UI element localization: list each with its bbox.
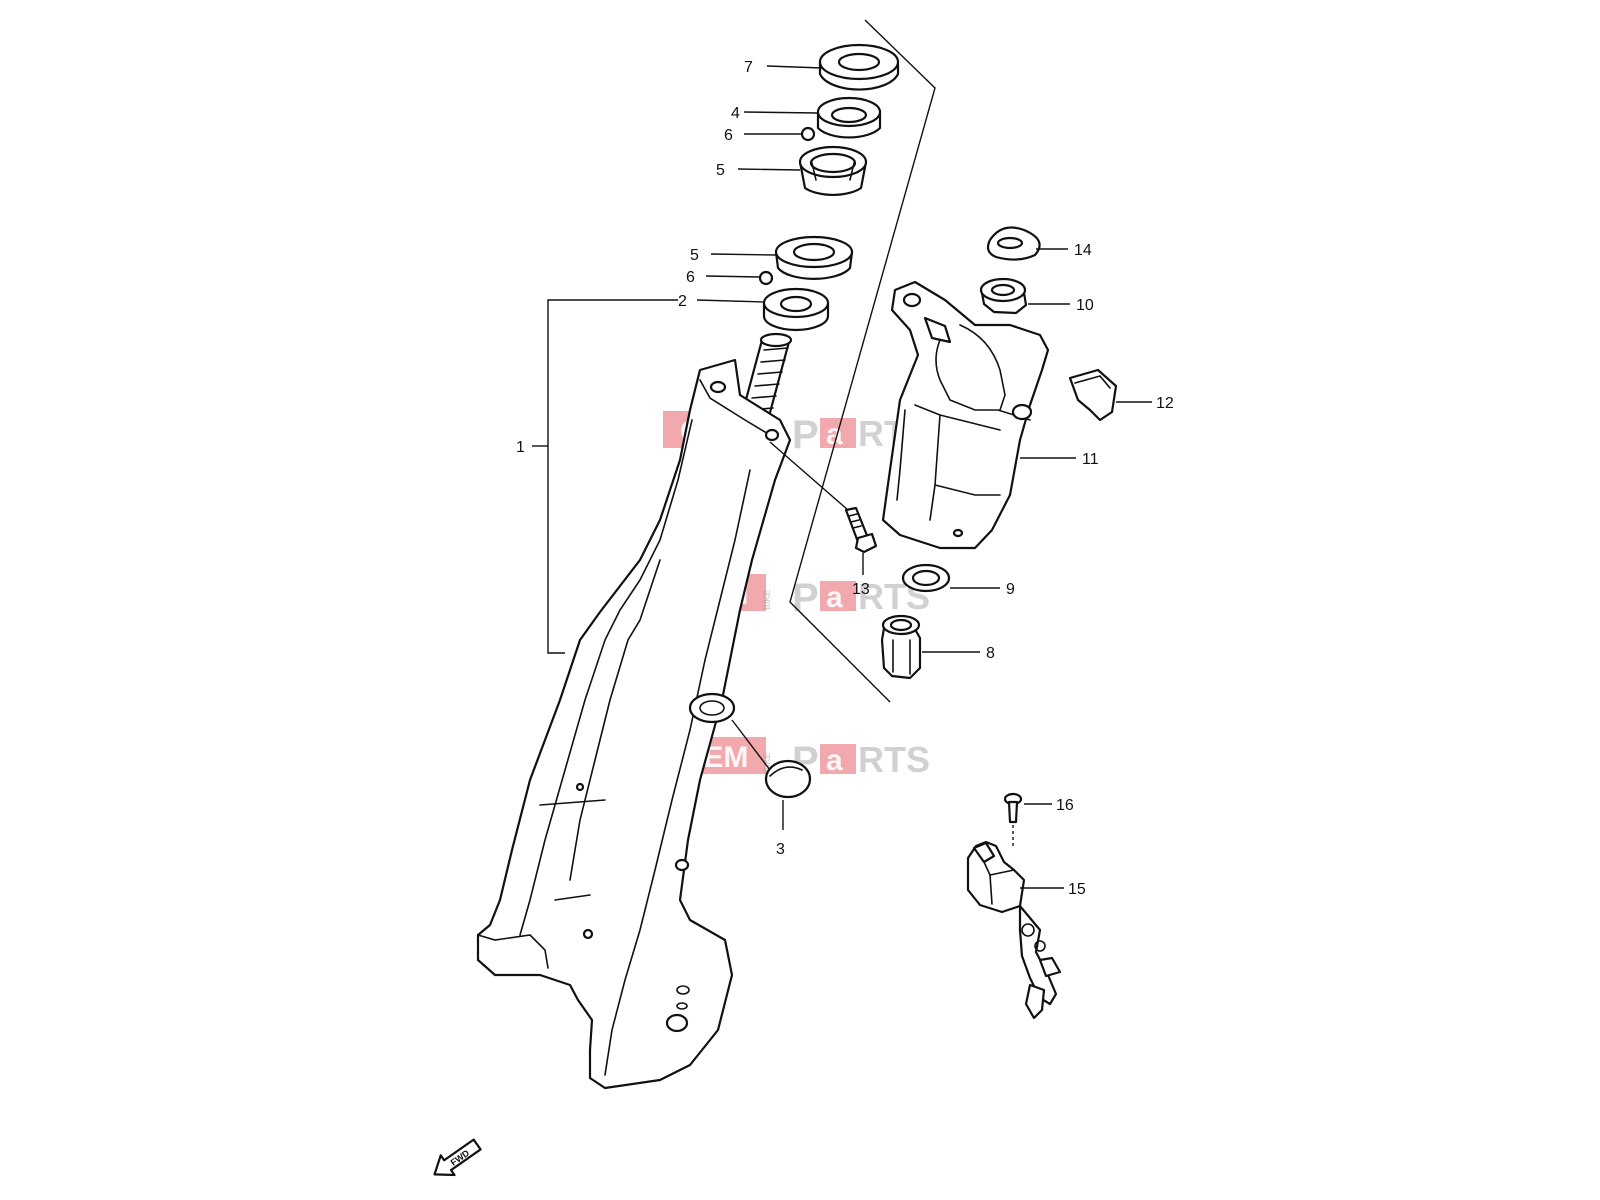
part-7-dust-seal [818,43,900,91]
callout-16: 16 [1056,797,1074,814]
watermark-bike-text: BIKE [762,752,772,773]
callout-7: 7 [744,59,753,76]
part-5-bearing-cup [798,145,868,197]
callout-14: 14 [1074,242,1092,259]
part-5-bearing-cup [774,235,854,280]
leader-lines [532,65,1152,889]
callout-6-upper: 6 [724,127,733,144]
watermark-a-text: a [826,581,843,614]
callout-8: 8 [986,645,995,662]
part-9-washer [901,563,951,593]
callout-12: 12 [1156,395,1174,412]
part-6-steel-ball [800,126,816,142]
callout-3: 3 [776,841,785,858]
part-4-bearing-race [816,96,882,139]
kit-group-bracket [789,19,936,703]
part-16-screw [1003,792,1023,824]
callout-10: 10 [1076,297,1094,314]
watermark-a-text: a [826,744,843,777]
part-12-cushion [1068,368,1118,422]
callout-11: 11 [1082,451,1099,468]
watermark-p-text: P [792,576,819,620]
part-13-bolt [769,441,878,554]
steering-stem-lower [476,332,793,1090]
part-10-nut [979,277,1028,315]
watermark-a-box [820,581,856,611]
callout-15: 15 [1068,881,1086,898]
callout-2: 2 [678,293,687,310]
part-6-steel-ball [758,270,774,286]
watermark-a-box [820,744,856,774]
watermark-rts-text: RTS [858,739,930,780]
fwd-arrow: FWD [433,1138,482,1177]
callout-5-lower: 5 [690,247,699,264]
watermark-p-text: P [792,413,819,457]
watermark-a-text: a [826,418,843,451]
callout-13: 13 [852,581,870,598]
part-15-steering-lock [966,840,1062,1020]
part-14-washer [986,226,1041,261]
callout-4: 4 [731,105,740,122]
callout-9: 9 [1006,581,1015,598]
callout-labels: 7 4 6 5 5 6 2 1 3 13 11 12 10 14 9 8 16 … [516,59,1174,898]
part-8-nut [880,614,922,680]
part-3-cap [764,759,812,799]
part-2-bearing-race [762,287,830,332]
callout-6-lower: 6 [686,269,695,286]
callout-5-upper: 5 [716,162,725,179]
callout-1: 1 [516,439,525,456]
part-11-stem-upper [881,280,1050,550]
watermark-bike-text: BIKE [762,589,772,610]
